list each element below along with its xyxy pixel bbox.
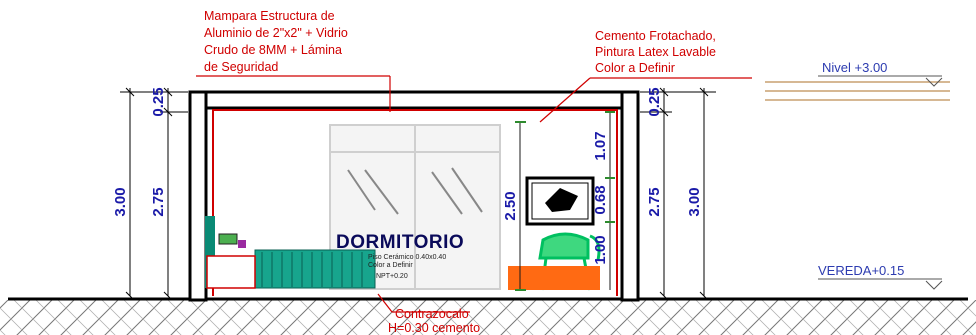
level-label-nivel: Nivel +3.00	[822, 60, 887, 75]
dim-inner-bottom: 1.00	[592, 235, 609, 264]
level-marker-nivel	[765, 75, 950, 101]
floor-tile-strip	[508, 266, 600, 290]
bed	[205, 216, 376, 289]
wall-picture	[525, 176, 595, 226]
cemento-note-line-3: Color a Definir	[595, 61, 675, 75]
floor-note-line-1: Piso Cerámico 0.40x0.40	[368, 254, 446, 261]
interior-finish-line	[212, 109, 618, 296]
inner-dimension-lines	[515, 111, 615, 291]
mampara-note-line-2: Aluminio de 2"x2" + Vidrio	[204, 26, 348, 40]
dim-inner-mid: 0.68	[592, 185, 609, 214]
mampara-note-line-4: de Seguridad	[204, 60, 278, 74]
dim-inner-total: 2.50	[502, 191, 519, 220]
dim-left-top: 0.25	[150, 87, 167, 116]
contrazocalo-note-line-1: Contrazocalo	[395, 307, 469, 321]
mampara-note-line-3: Crudo de 8MM + Lámina	[204, 43, 342, 57]
dim-right-mid: 2.75	[646, 187, 663, 216]
dim-inner-top: 1.07	[592, 131, 609, 160]
right-dimension-lines	[640, 87, 716, 301]
leader-lines	[196, 75, 752, 313]
cemento-note-line-1: Cemento Frotachado,	[595, 29, 716, 43]
wall-section	[188, 90, 640, 302]
dim-left-mid: 2.75	[150, 187, 167, 216]
dim-left-total: 3.00	[112, 187, 129, 216]
level-label-vereda: VEREDA+0.15	[818, 263, 904, 278]
dim-right-total: 3.00	[686, 187, 703, 216]
floor-note-line-2: Color a Definir	[368, 262, 413, 269]
level-marker-vereda	[818, 278, 943, 290]
left-dimension-lines	[120, 87, 188, 301]
dim-right-top: 0.25	[646, 87, 663, 116]
contrazocalo-note-line-2: H=0.30 cemento	[388, 321, 480, 335]
npt-label: NPT+0.20	[376, 273, 408, 280]
room-name: DORMITORIO	[336, 232, 464, 253]
ground-hatch	[0, 300, 976, 335]
cemento-note-line-2: Pintura Latex Lavable	[595, 45, 716, 59]
mampara-note-line-1: Mampara Estructura de	[204, 9, 335, 23]
